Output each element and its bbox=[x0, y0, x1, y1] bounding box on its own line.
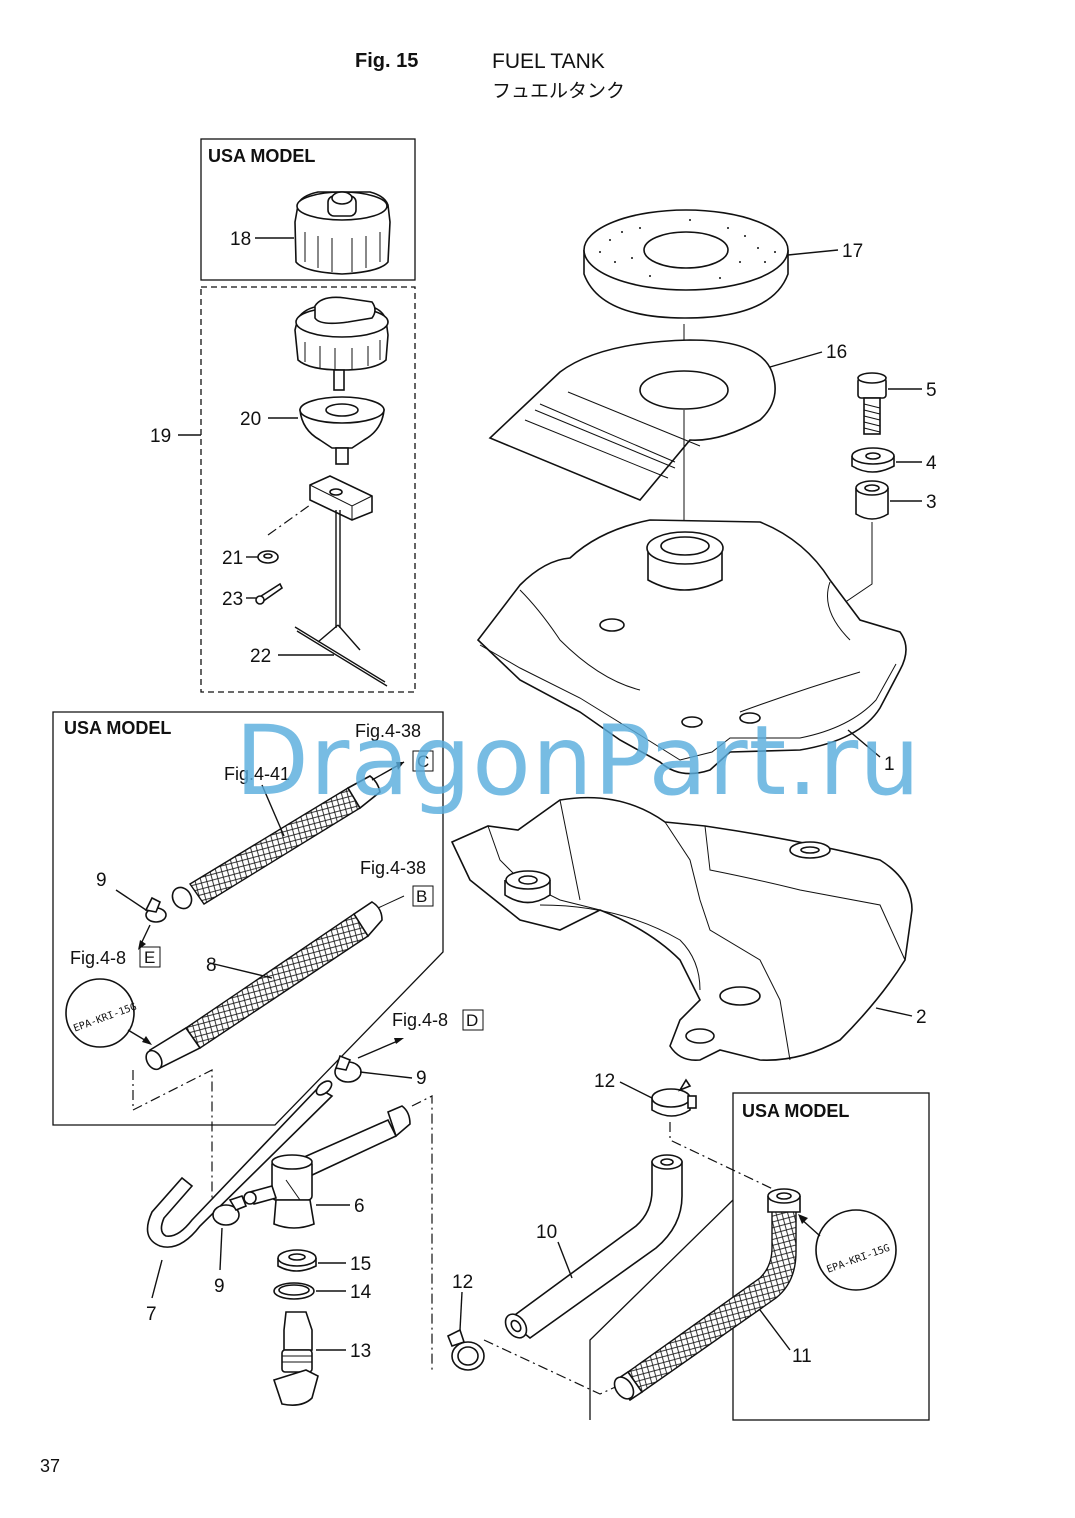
ref-box-d bbox=[462, 1009, 484, 1031]
usa-model-hose11-box bbox=[732, 1092, 930, 1421]
usa-model-cap-title: USA MODEL bbox=[208, 146, 315, 166]
ref-fig-4-8-d: Fig.4-8 bbox=[392, 1010, 448, 1030]
label-part-1: 1 bbox=[884, 754, 895, 775]
ref-box-c bbox=[412, 750, 434, 772]
label-part-16: 16 bbox=[826, 342, 847, 363]
label-part-5: 5 bbox=[926, 380, 937, 401]
label-part-12-upper: 12 bbox=[594, 1071, 615, 1092]
figure-title: FUEL TANK bbox=[492, 50, 605, 73]
fuel-tank-lower-part-2 bbox=[450, 796, 913, 1062]
clamp-part-9-middle bbox=[334, 1054, 362, 1083]
ref-fig-4-8-e: Fig.4-8 bbox=[70, 948, 126, 968]
epa-stamp-right: EPA-KRI-15G bbox=[815, 1209, 897, 1291]
usa-model-hose11-title: USA MODEL bbox=[742, 1101, 849, 1121]
label-part-15: 15 bbox=[350, 1254, 371, 1275]
usa-model-hoses-title: USA MODEL bbox=[64, 718, 171, 738]
clamp-part-9-lower bbox=[212, 1195, 248, 1226]
label-part-17: 17 bbox=[842, 241, 863, 262]
label-part-6: 6 bbox=[354, 1196, 365, 1217]
label-part-20: 20 bbox=[240, 409, 261, 430]
washer-part-4 bbox=[851, 447, 895, 473]
hose-part-11 bbox=[613, 1188, 801, 1402]
label-part-18: 18 bbox=[230, 229, 251, 250]
label-part-9-lower: 9 bbox=[214, 1276, 225, 1297]
ref-box-e bbox=[139, 946, 161, 968]
pin-part-23 bbox=[255, 582, 284, 605]
fuel-tank-upper-part-1 bbox=[476, 519, 907, 775]
label-part-10: 10 bbox=[536, 1222, 557, 1243]
label-part-4: 4 bbox=[926, 453, 937, 474]
watermark: DragonPart.ru bbox=[235, 705, 922, 817]
label-part-7: 7 bbox=[146, 1304, 157, 1325]
label-part-21: 21 bbox=[222, 548, 243, 569]
usa-model-hose11-box-extension bbox=[589, 1199, 734, 1420]
figure-number: Fig. 15 bbox=[355, 50, 419, 72]
label-part-12-lower: 12 bbox=[452, 1272, 473, 1293]
label-sheet-part-16 bbox=[488, 339, 776, 501]
bolt-part-5 bbox=[857, 372, 887, 435]
gasket-part-20 bbox=[299, 396, 385, 465]
clamp-part-12-lower bbox=[446, 1328, 485, 1371]
ref-letter-d: D bbox=[466, 1011, 478, 1030]
usa-model-cap-box bbox=[200, 138, 416, 281]
label-part-14: 14 bbox=[350, 1282, 372, 1303]
foam-ring-part-17 bbox=[583, 209, 789, 319]
label-part-9-upper: 9 bbox=[96, 870, 107, 891]
fuel-cap-part-19 bbox=[294, 296, 389, 391]
label-part-23: 23 bbox=[222, 589, 243, 610]
fuel-cap-usa-part-18 bbox=[294, 191, 391, 275]
cap-assembly-group-box bbox=[200, 286, 416, 693]
label-part-2: 2 bbox=[916, 1007, 927, 1028]
ref-fig-4-41: Fig.4-41 bbox=[224, 764, 290, 784]
label-part-3: 3 bbox=[926, 492, 937, 513]
hose-part-7 bbox=[146, 1080, 334, 1248]
hose-usa-fig-4-41 bbox=[171, 775, 381, 910]
fuel-cock-lever-part-13 bbox=[272, 1311, 319, 1406]
hose-part-10 bbox=[504, 1154, 683, 1340]
label-part-19: 19 bbox=[150, 426, 171, 447]
ref-letter-b: B bbox=[416, 887, 427, 906]
o-ring-part-14 bbox=[273, 1282, 315, 1300]
ref-fig-4-38-b: Fig.4-38 bbox=[360, 858, 426, 878]
gasket-part-15 bbox=[277, 1249, 317, 1272]
label-part-22: 22 bbox=[250, 646, 271, 667]
label-part-13: 13 bbox=[350, 1341, 371, 1362]
clamp-part-9-upper bbox=[144, 896, 167, 923]
collar-part-3 bbox=[855, 480, 889, 520]
page-number: 37 bbox=[40, 1456, 61, 1476]
usa-model-hoses-box bbox=[52, 711, 444, 1126]
figure-title-japanese: フュエルタンク bbox=[492, 80, 626, 102]
clamp-part-12-upper bbox=[651, 1078, 697, 1117]
washer-part-21 bbox=[257, 550, 279, 564]
ref-fig-4-38-c: Fig.4-38 bbox=[355, 721, 421, 741]
ref-letter-e: E bbox=[144, 948, 155, 967]
label-part-9-middle: 9 bbox=[416, 1068, 427, 1089]
hose-part-8 bbox=[145, 901, 383, 1071]
retainer-part-22 bbox=[294, 475, 388, 687]
ref-letter-c: C bbox=[417, 752, 429, 771]
label-part-8: 8 bbox=[206, 955, 217, 976]
ref-box-b bbox=[412, 885, 434, 907]
fuel-cock-part-6 bbox=[243, 1105, 411, 1229]
label-part-11: 11 bbox=[792, 1346, 812, 1367]
epa-stamp-left: EPA-KRI-15G bbox=[65, 978, 138, 1048]
